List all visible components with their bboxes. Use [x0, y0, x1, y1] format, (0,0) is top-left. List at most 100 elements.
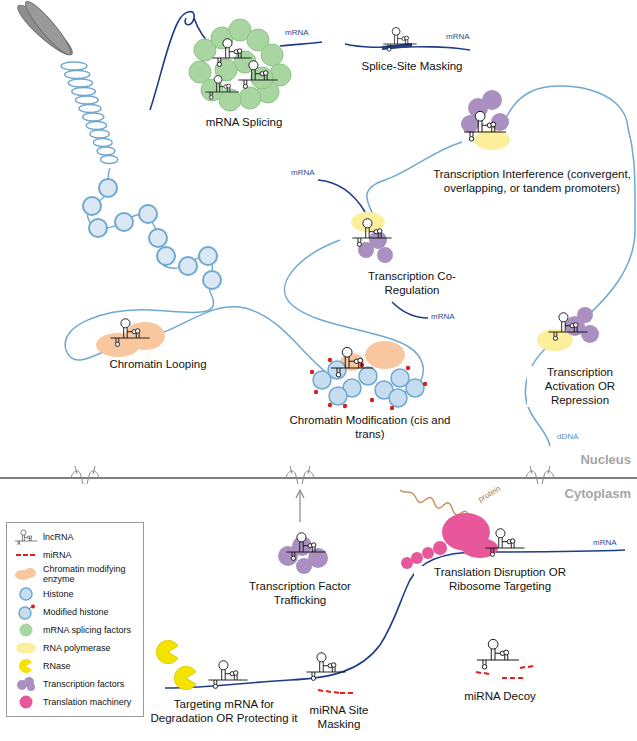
histone-mark: [423, 382, 427, 386]
nuclear-envelope: [0, 466, 637, 484]
chromatin-coil: [90, 130, 110, 138]
chromatin-coil: [72, 88, 96, 96]
nucleosome-fiber: [83, 168, 221, 292]
legend-swatch: [13, 640, 39, 656]
nuclear-envelope: [71, 466, 554, 484]
legend-text: Histone: [43, 589, 74, 599]
legend-box: lncRNA miRNA Chromatin modifying enzymeHis…: [6, 522, 144, 717]
nuclear-envelope: [526, 466, 554, 484]
legend-text: miRNA: [43, 550, 72, 560]
legend-swatch: [13, 586, 39, 602]
histone-cluster: [359, 367, 377, 385]
legend-text: Translation machinery: [43, 697, 131, 707]
histone-mark: [390, 406, 394, 410]
histone-mark: [370, 398, 374, 402]
nucleosome-fiber: [88, 168, 213, 292]
legend-sample: [20, 695, 33, 708]
legend-sample: [16, 642, 36, 653]
mechanism-label: Chromatin Modification (cis and trans): [284, 414, 456, 442]
lncrna-symbol: [485, 529, 524, 557]
lncrna-symbol: [548, 313, 587, 341]
chromatin-modifying-enzyme: [365, 341, 405, 369]
translation-machinery: [433, 541, 447, 555]
legend-sample: [19, 607, 31, 619]
transcription-factors: [482, 90, 502, 110]
mrna-strand: [150, 12, 194, 110]
mechanism-label: Transcription Activation OR Repression: [527, 366, 633, 407]
nucleosome-fiber: [149, 229, 167, 247]
nucleosome-fiber: [83, 197, 101, 215]
translation-machinery: [422, 547, 434, 559]
histone-mark: [310, 358, 427, 410]
lncrna-symbol: [306, 653, 345, 681]
legend-row: Translation machinery: [13, 693, 137, 711]
legend-sample: [27, 683, 35, 691]
translation-machinery: [401, 557, 413, 569]
dna-tag: dDNA: [556, 432, 579, 442]
rnase-symbol: [156, 640, 178, 663]
lncrna-symbol: [208, 661, 247, 689]
legend-row: miRNA: [13, 546, 137, 564]
mrna-strand: [392, 302, 428, 318]
lncrna-symbol: [238, 61, 277, 89]
transcription-factors: [577, 307, 593, 323]
chromatin-coil: [61, 62, 87, 70]
legend-swatch: [13, 658, 39, 674]
translation-machinery: [401, 513, 498, 569]
transcription-factors: [377, 247, 393, 263]
dna-strand: [65, 86, 635, 446]
nucleosome-fiber: [203, 271, 221, 289]
mechanism-label: Chromatin Looping: [108, 358, 207, 372]
nuclear-envelope: [0, 477, 637, 479]
legend-text: Chromatin modifying enzyme: [43, 564, 137, 585]
legend-row: Modified histone: [13, 603, 137, 621]
chromatin-coil: [68, 79, 92, 87]
lncrna-symbol: [286, 533, 325, 561]
mirna-symbol: [476, 672, 489, 674]
lncrna-symbol: [331, 347, 373, 377]
nucleosome-fiber: [199, 247, 217, 265]
legend-text: Transcription factors: [43, 679, 124, 689]
rnase-symbol: [174, 666, 196, 689]
lncrna-symbol: [383, 28, 417, 52]
legend-row: lncRNA: [13, 528, 137, 546]
rnase-symbol: [156, 640, 196, 689]
chromatin-coil: [86, 122, 106, 130]
nucleosome-fiber: [83, 179, 221, 289]
histone-mark: [314, 390, 318, 394]
legend-row: mRNA splicing factors: [13, 621, 137, 639]
chromosome: [13, 0, 77, 60]
transcription-factors: [581, 325, 599, 343]
import-arrow: [296, 490, 304, 498]
transcription-factors: [296, 558, 312, 574]
legend-text: RNase: [43, 661, 71, 671]
mechanism-label: Translation Disruption OR Ribosome Targe…: [414, 566, 586, 594]
mrna-tag: mRNA: [284, 28, 310, 38]
lncrna-symbol: [205, 76, 239, 100]
dna-strand: [500, 86, 635, 318]
nuclear-envelope: [286, 466, 314, 484]
rna-polymerase: [474, 130, 510, 150]
nucleosome-fiber: [179, 257, 197, 275]
lncrna-symbol: [477, 639, 519, 669]
nucleosome-fiber: [99, 179, 117, 197]
legend-swatch: [13, 622, 39, 638]
legend-sample: [24, 568, 36, 578]
histone-cluster: [329, 387, 347, 405]
legend-swatch: [13, 529, 39, 545]
mrna-tag: mRNA: [445, 32, 471, 42]
transcription-factors: [278, 90, 599, 574]
splicing-factors: [261, 44, 283, 66]
chromatin-coil: [79, 105, 101, 113]
lncrna-symbol: [110, 319, 149, 347]
rna-polymerase: [351, 130, 573, 351]
mrna-strand: [150, 12, 625, 688]
histone-mark: [343, 404, 347, 408]
legend-row: Histone: [13, 585, 137, 603]
mrna-strand: [345, 44, 470, 50]
legend-row: RNA polymerase: [13, 639, 137, 657]
chromatin-coil: [97, 147, 115, 155]
histone-mark: [328, 403, 332, 407]
nucleosome-fiber: [89, 219, 107, 237]
import-arrow: [296, 490, 304, 522]
